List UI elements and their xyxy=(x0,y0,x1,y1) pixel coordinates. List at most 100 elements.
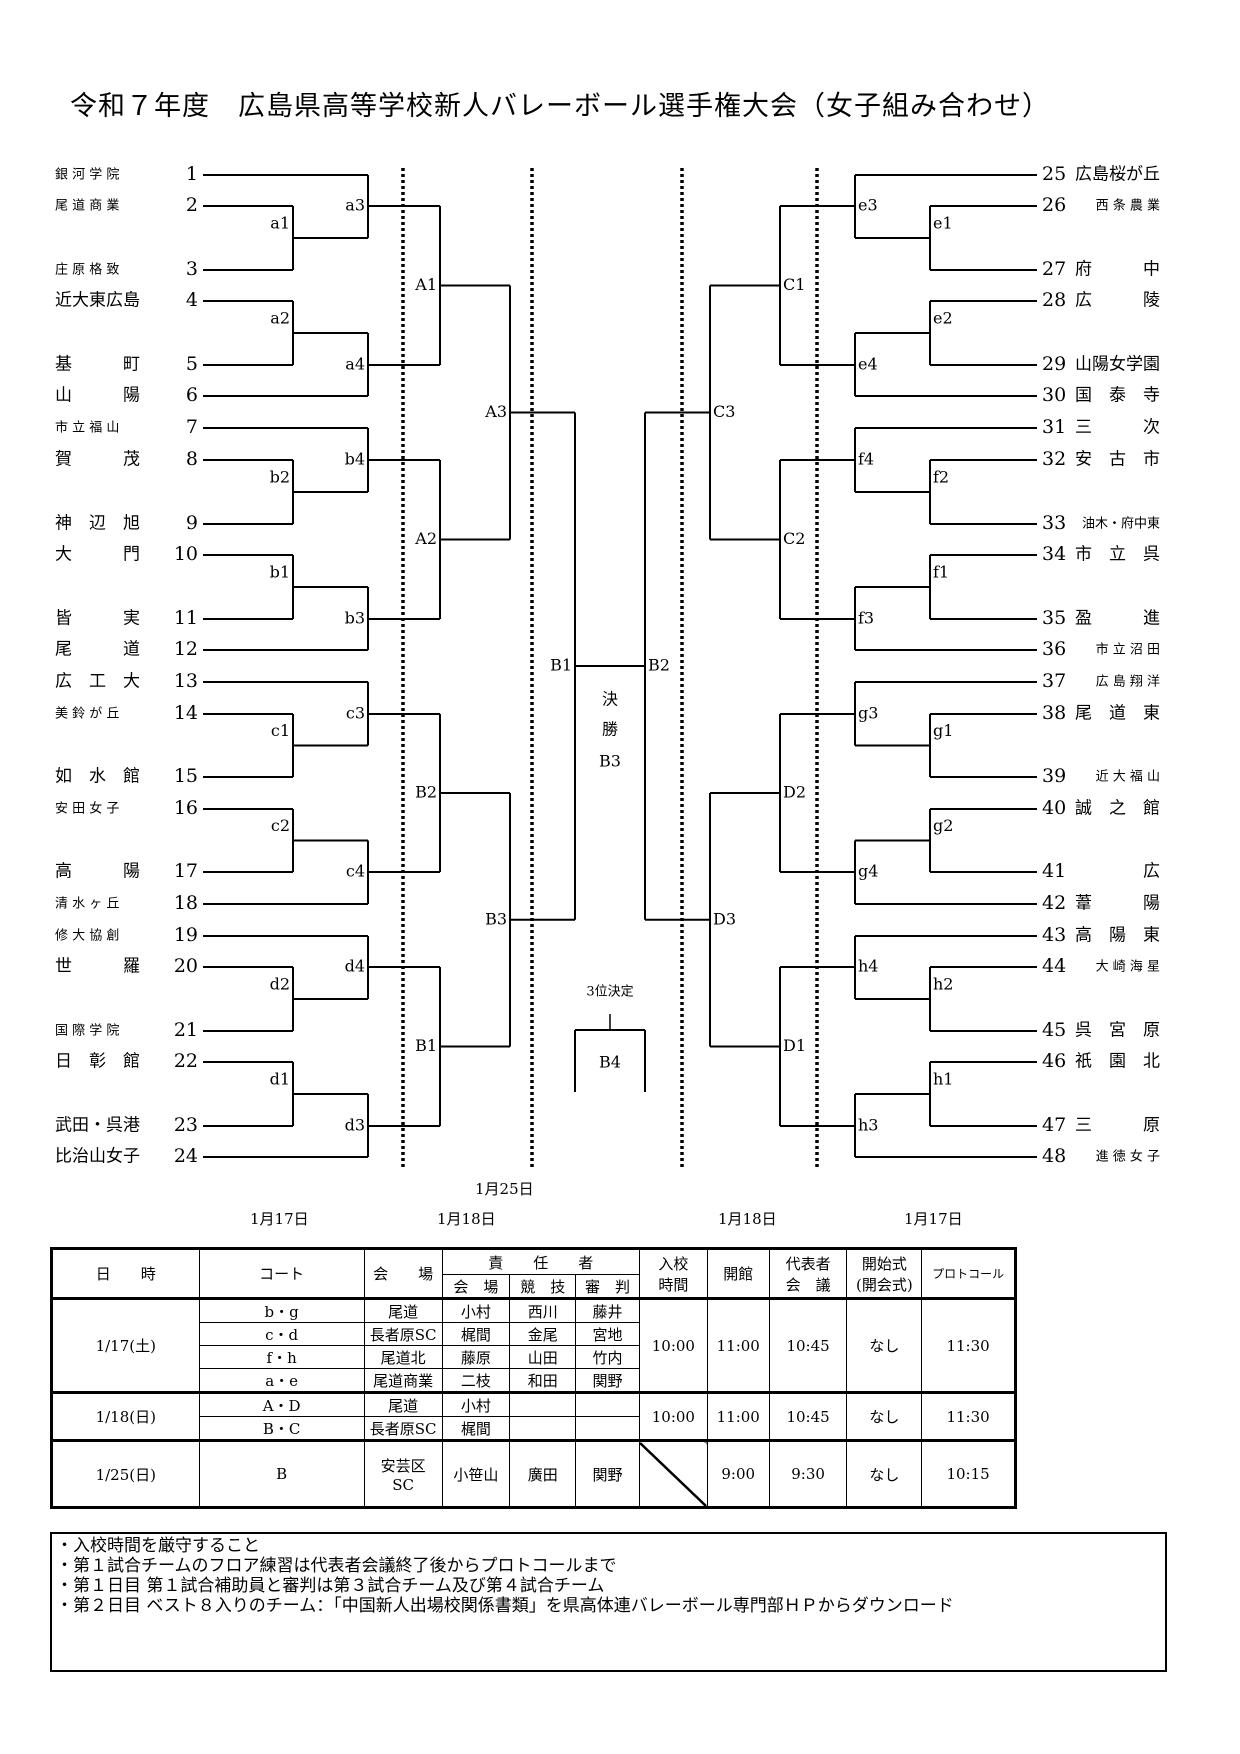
resp-venue-cell: 小村 xyxy=(441,1297,511,1323)
seed-number: 5 xyxy=(186,353,198,375)
match-label: e3 xyxy=(858,196,878,215)
header-resp-venue: 会 場 xyxy=(441,1274,511,1299)
seed-number: 47 xyxy=(1042,1114,1066,1136)
seed-number: 13 xyxy=(174,670,198,692)
team-name: 世 羅 xyxy=(55,957,140,977)
note-item: ・第１日目 第１試合補助員と審判は第３試合チーム及び第４試合チーム xyxy=(56,1576,605,1596)
header-responsible: 責 任 者 xyxy=(441,1248,640,1275)
seed-number: 46 xyxy=(1042,1050,1066,1072)
date-left-outer: 1月17日 xyxy=(250,1210,309,1228)
header-protocol: プロトコール xyxy=(921,1248,1016,1299)
match-label: A3 xyxy=(484,402,507,421)
court-cell: B・C xyxy=(198,1416,365,1441)
resp-game-cell: 廣田 xyxy=(509,1439,577,1508)
hall-open-cell: 9:00 xyxy=(706,1439,770,1508)
final-match-label: B3 xyxy=(599,752,621,771)
seed-number: 48 xyxy=(1042,1145,1066,1167)
seed-number: 16 xyxy=(174,797,198,819)
match-label: D1 xyxy=(783,1036,806,1055)
seed-number: 36 xyxy=(1042,638,1066,660)
resp-game-cell: 山田 xyxy=(509,1345,577,1369)
final-label: 勝 xyxy=(602,720,618,739)
court-cell: f・h xyxy=(198,1345,365,1369)
team-name: 広島桜が丘 xyxy=(1075,165,1160,185)
team-name: 進 徳 女 子 xyxy=(1096,1149,1160,1165)
team-name: 国 泰 寺 xyxy=(1075,386,1160,406)
header-hall-open: 開館 xyxy=(706,1248,770,1299)
resp-referee-cell xyxy=(575,1391,640,1417)
seed-number: 44 xyxy=(1042,955,1066,977)
match-label: a2 xyxy=(270,309,290,328)
opening-cell: なし xyxy=(846,1439,923,1508)
team-name: 近大東広島 xyxy=(55,291,140,311)
resp-referee-cell: 藤井 xyxy=(575,1297,640,1323)
seed-number: 29 xyxy=(1042,353,1066,375)
team-name: 広 島 翔 洋 xyxy=(1096,675,1160,690)
match-label: f3 xyxy=(858,609,874,628)
team-name: 山陽女学園 xyxy=(1075,355,1160,375)
note-item: ・第２日目 ベスト８入りのチーム：「中国新人出場校関係書類」を県高体連バレーボー… xyxy=(56,1596,954,1616)
match-label: c2 xyxy=(271,816,290,835)
court-cell: A・D xyxy=(198,1391,365,1417)
venue-cell: 安芸区 SC xyxy=(363,1439,443,1508)
match-label: C1 xyxy=(783,275,805,294)
match-label: b1 xyxy=(270,563,290,582)
team-name: 皆 実 xyxy=(55,609,140,629)
seed-number: 45 xyxy=(1042,1019,1066,1041)
date-right-outer: 1月17日 xyxy=(904,1210,963,1228)
match-label: h1 xyxy=(933,1070,953,1089)
semifinal-label: B2 xyxy=(648,656,670,675)
venue-cell: 長者原SC xyxy=(363,1416,443,1441)
team-name: 尾 道 xyxy=(55,640,140,660)
opening-cell: なし xyxy=(846,1391,923,1441)
match-label: f4 xyxy=(858,450,874,469)
protocol-cell: 11:30 xyxy=(921,1297,1016,1393)
team-name: 大 門 xyxy=(55,545,140,565)
seed-number: 23 xyxy=(174,1114,198,1136)
team-name: 賀 茂 xyxy=(55,450,140,470)
date-cell: 1/18(日) xyxy=(51,1391,200,1441)
match-label: f2 xyxy=(933,468,949,487)
team-name: 銀 河 学 院 xyxy=(55,167,119,183)
notes-box: ・入校時間を厳守すること ・第１試合チームのフロア練習は代表者会議終了後からプロ… xyxy=(50,1532,1167,1672)
note-item: ・入校時間を厳守すること xyxy=(56,1536,260,1556)
venue-cell: 尾道 xyxy=(363,1297,443,1323)
court-cell: b・g xyxy=(198,1297,365,1323)
team-name: 清 水 ヶ 丘 xyxy=(55,897,119,912)
seed-number: 39 xyxy=(1042,765,1066,787)
team-name: 広 陵 xyxy=(1075,291,1160,311)
header-resp-game: 競 技 xyxy=(509,1274,577,1299)
team-name: 誠 之 館 xyxy=(1075,799,1160,819)
header-court: コート xyxy=(198,1248,365,1299)
protocol-cell: 10:15 xyxy=(921,1439,1016,1508)
team-name: 市 立 呉 xyxy=(1075,545,1160,565)
page-title: 令和７年度 広島県高等学校新人バレーボール選手権大会（女子組み合わせ） xyxy=(70,91,1050,122)
team-name: 市 立 沼 田 xyxy=(1096,642,1160,658)
rep-meeting-cell: 9:30 xyxy=(768,1439,848,1508)
team-name: 武田・呉港 xyxy=(55,1116,140,1136)
rep-meeting-cell: 10:45 xyxy=(768,1297,848,1393)
team-name: 油木・府中東 xyxy=(1082,516,1160,532)
resp-referee-cell: 関野 xyxy=(575,1439,640,1508)
match-label: D3 xyxy=(713,909,736,928)
team-name: 国 際 学 院 xyxy=(55,1023,119,1039)
team-name: 如 水 館 xyxy=(55,767,140,787)
team-name: 大 崎 海 星 xyxy=(1096,960,1160,975)
team-name: 基 町 xyxy=(55,355,140,375)
match-label: e2 xyxy=(933,309,953,328)
court-cell: c・d xyxy=(198,1322,365,1346)
team-name: 安 田 女 子 xyxy=(55,801,119,817)
match-label: d3 xyxy=(345,1116,365,1135)
team-name: 呉 宮 原 xyxy=(1075,1021,1160,1041)
seed-number: 15 xyxy=(174,765,198,787)
team-name: 広 xyxy=(1143,862,1160,882)
match-label: e4 xyxy=(858,355,878,374)
team-name: 日 彰 館 xyxy=(55,1052,140,1072)
match-label: D2 xyxy=(783,783,806,802)
seed-number: 22 xyxy=(174,1050,198,1072)
match-label: B2 xyxy=(415,783,437,802)
